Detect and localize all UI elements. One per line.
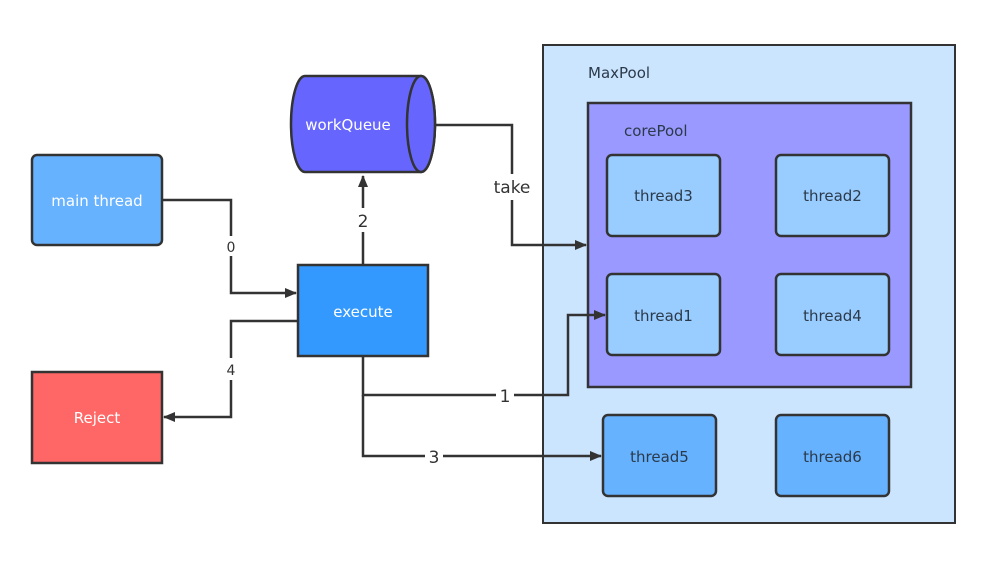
thread2-label: thread2: [803, 187, 862, 205]
edge-4: 4: [163, 319, 297, 422]
thread3-node[interactable]: thread3: [605, 153, 722, 238]
thread2-node[interactable]: thread2: [774, 153, 891, 238]
edge-3: 3: [361, 395, 602, 468]
thread3-box[interactable]: [605, 153, 722, 238]
thread1-box[interactable]: [605, 272, 722, 357]
edge-4-label: 4: [227, 363, 236, 379]
thread4-box[interactable]: [774, 272, 891, 357]
edge-2: 2: [354, 175, 372, 264]
edge-3-label-bg: [425, 444, 443, 468]
max-pool-label: MaxPool: [588, 64, 650, 82]
thread6-node[interactable]: thread6: [774, 413, 891, 498]
thread6-label: thread6: [803, 448, 862, 466]
thread4-label: thread4: [803, 307, 862, 325]
edge-0: 0: [162, 198, 297, 298]
main-thread-label: main thread: [51, 192, 142, 210]
thread2-box[interactable]: [774, 153, 891, 238]
thread5-label: thread5: [630, 448, 689, 466]
edge-take: take: [436, 123, 587, 250]
thread3-label: thread3: [634, 187, 693, 205]
work-queue-node[interactable]: workQueue: [289, 74, 437, 174]
thread6-box[interactable]: [774, 413, 891, 498]
reject-node[interactable]: Reject: [30, 370, 164, 465]
thread5-node[interactable]: thread5: [601, 413, 718, 498]
execute-box[interactable]: [296, 263, 430, 358]
core-pool-label: corePool: [624, 122, 688, 140]
edge-1-line: [361, 310, 606, 397]
thread1-node[interactable]: thread1: [605, 272, 722, 357]
edge-1-label-bg: [496, 383, 514, 407]
edge-take-label: take: [494, 178, 531, 198]
reject-label: Reject: [74, 409, 121, 427]
main-thread-node[interactable]: main thread: [30, 153, 164, 247]
edge-3-label: 3: [429, 448, 440, 468]
edge-take-label-bg: [489, 174, 535, 200]
edge-1: 1: [361, 310, 606, 407]
edge-2-label-bg: [354, 208, 372, 232]
edge-0-label: 0: [227, 240, 236, 256]
edge-0-label-bg: [223, 236, 239, 256]
work-queue-end-cap: [405, 74, 437, 174]
main-thread-box[interactable]: [30, 153, 164, 247]
work-queue-label: workQueue: [305, 116, 391, 134]
thread1-label: thread1: [634, 307, 693, 325]
execute-label: execute: [333, 303, 392, 321]
edge-4-label-bg: [223, 358, 239, 380]
thread5-box[interactable]: [601, 413, 718, 498]
edge-3-line: [361, 395, 602, 461]
reject-box[interactable]: [30, 370, 164, 465]
edge-1-label: 1: [500, 387, 511, 407]
execute-node[interactable]: execute: [296, 263, 430, 358]
thread4-node[interactable]: thread4: [774, 272, 891, 357]
edge-2-label: 2: [358, 212, 369, 232]
